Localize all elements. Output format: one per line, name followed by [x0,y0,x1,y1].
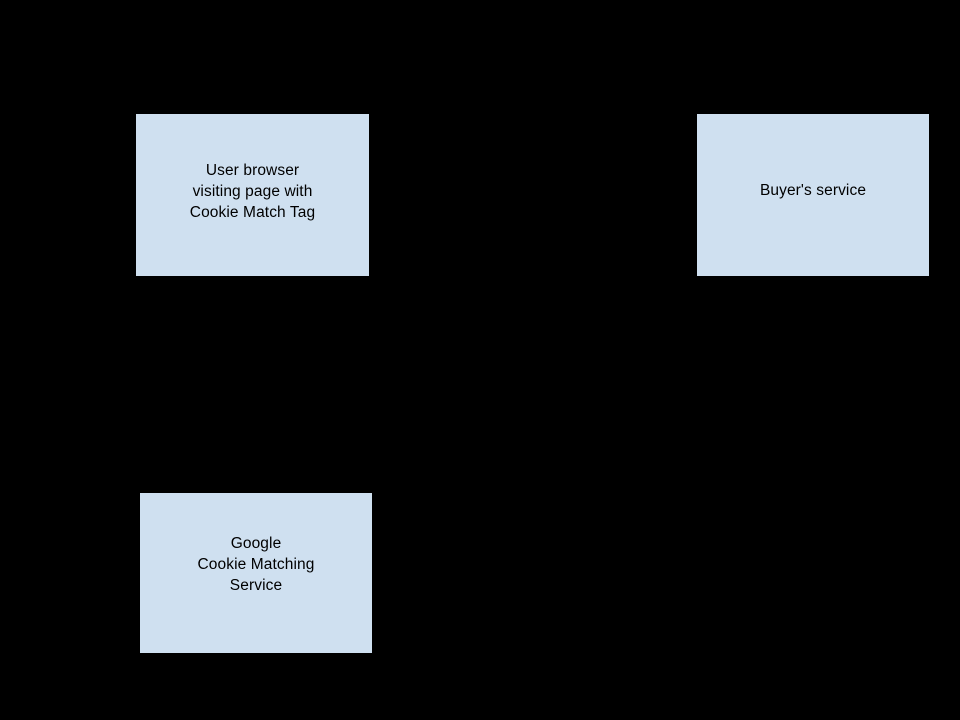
node-buyers-service[interactable]: Buyer's service [697,114,929,276]
node-google-cookie-matching[interactable]: Google Cookie Matching Service [140,493,372,653]
node-user-browser-line-2: visiting page with [192,182,313,200]
node-user-browser-line-1: User browser [205,161,300,179]
node-google-cookie-matching-line-1: Google [230,534,282,552]
node-user-browser-line-3: Cookie Match Tag [189,203,316,221]
node-google-cookie-matching-line-2: Cookie Matching [197,555,315,573]
node-google-cookie-matching-line-3: Service [229,576,283,594]
node-user-browser[interactable]: User browser visiting page with Cookie M… [136,114,369,276]
node-buyers-service-line-1: Buyer's service [759,181,867,199]
